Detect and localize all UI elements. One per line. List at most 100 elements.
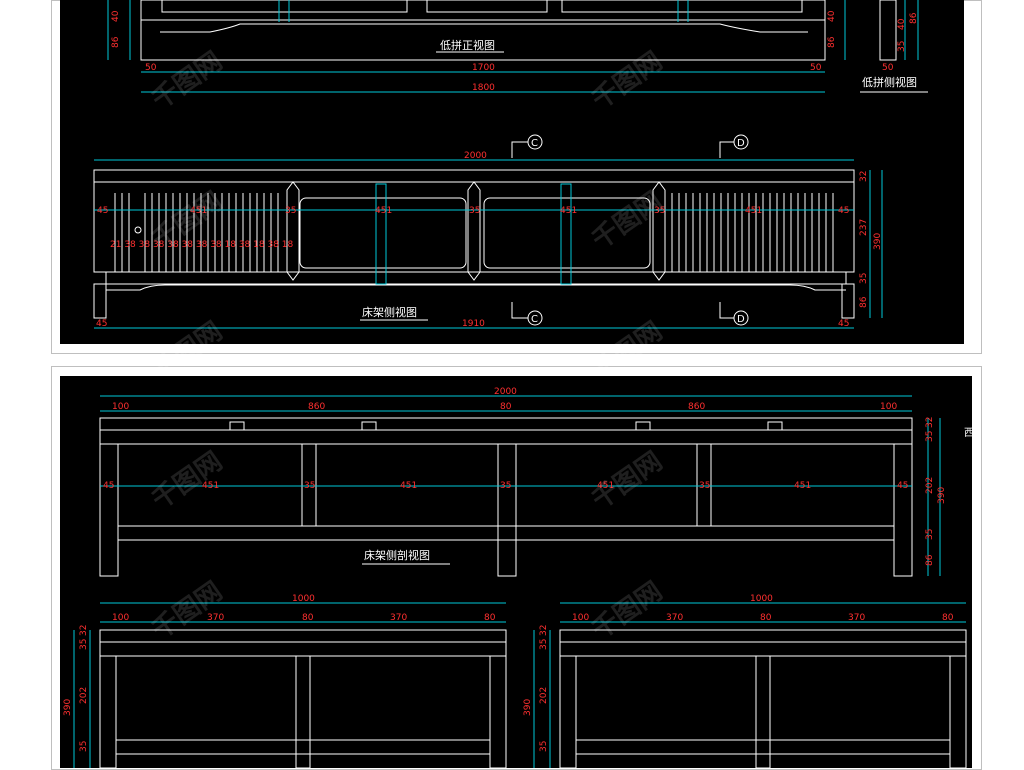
right-end-section: 1000 100 370 80 370 80 35 32 202 390 35 xyxy=(523,594,967,768)
section-right-0: 35 xyxy=(925,431,935,442)
section-right-1: 32 xyxy=(925,417,935,428)
svg-text:C: C xyxy=(531,314,538,325)
right-section-c: 80 xyxy=(760,613,772,623)
slat-spacing-label: 21 38 38 38 38 38 38 38 18 38 18 38 18 xyxy=(110,240,293,250)
dim-overall: 1800 xyxy=(472,83,495,93)
section-right-2: 202 xyxy=(925,477,935,494)
low-side-view: 40 35 86 50 低拼侧视图 xyxy=(860,0,928,93)
dim-bed-overall: 2000 xyxy=(464,151,487,161)
left-section-d: 370 xyxy=(390,613,407,623)
section-view-title: 床架侧剖视图 xyxy=(364,548,430,562)
left-section-b: 370 xyxy=(207,613,224,623)
dim-bed-bottom-left: 45 xyxy=(96,319,107,329)
dim-bed-panel-f: 35 xyxy=(654,206,665,216)
section-panel-0: 45 xyxy=(103,481,114,491)
right-slats xyxy=(671,193,834,272)
svg-text:C: C xyxy=(531,138,538,149)
dim-bed-r4: 35 xyxy=(859,273,869,284)
section-marker-c-top: C xyxy=(511,134,543,158)
left-section-side-1: 32 xyxy=(79,625,89,636)
watermark-5: 千图网 xyxy=(147,316,228,385)
svg-text:D: D xyxy=(737,314,745,325)
front-view-title: 低拼正视图 xyxy=(440,38,495,52)
right-section-side-3: 390 xyxy=(523,699,533,716)
section-marker-c-bottom: C xyxy=(511,302,543,326)
right-section-d: 370 xyxy=(848,613,865,623)
bed-side-view-title: 床架侧视图 xyxy=(362,305,417,319)
dim-side-c: 35 xyxy=(897,41,907,52)
dim-front-h1: 40 xyxy=(111,10,121,22)
left-section-side-3: 390 xyxy=(63,699,73,716)
dim-side-d: 86 xyxy=(909,12,919,24)
watermark-2: 千图网 xyxy=(587,46,668,115)
section-right-3: 390 xyxy=(937,487,947,504)
dim-left-margin: 50 xyxy=(145,63,157,73)
watermark-10: 千图网 xyxy=(587,576,668,645)
dim-bed-panel-a: 451 xyxy=(190,206,207,216)
right-section-side-2: 202 xyxy=(539,687,549,704)
section-panel-7: 451 xyxy=(794,481,811,491)
right-section-overall: 1000 xyxy=(750,594,773,604)
dim-bed-bottom: 1910 xyxy=(462,319,485,329)
dim-bed-panel-e: 451 xyxy=(560,206,577,216)
side-view-title: 低拼侧视图 xyxy=(862,75,917,89)
watermark-9: 千图网 xyxy=(147,576,228,645)
dim-section-a: 100 xyxy=(112,402,129,412)
left-end-section: 1000 100 370 80 370 80 35 32 202 390 35 xyxy=(63,594,507,768)
section-panel-5: 451 xyxy=(597,481,614,491)
watermark-1: 千图网 xyxy=(147,46,228,115)
dim-bed-panel-h: 45 xyxy=(838,206,849,216)
section-panel-4: 35 xyxy=(500,481,511,491)
watermark-6: 千图网 xyxy=(587,316,668,385)
right-section-side-4: 35 xyxy=(539,741,549,752)
dim-side-b: 40 xyxy=(897,18,907,30)
left-section-e: 80 xyxy=(484,613,496,623)
left-section-side-0: 35 xyxy=(79,639,89,650)
dim-bed-r1: 32 xyxy=(859,171,869,182)
dim-bed-r2: 237 xyxy=(859,219,869,236)
dim-right-margin: 50 xyxy=(810,63,822,73)
left-section-overall: 1000 xyxy=(292,594,315,604)
left-section-c: 80 xyxy=(302,613,314,623)
dim-section-c: 80 xyxy=(500,402,512,412)
section-panel-3: 451 xyxy=(400,481,417,491)
low-front-view: 40 86 40 86 低拼正视图 50 1700 50 1800 xyxy=(107,0,846,93)
dim-section-b: 860 xyxy=(308,402,325,412)
bed-side-view: 2000 xyxy=(93,134,883,329)
section-right-4: 35 xyxy=(925,529,935,540)
top-drawing-panel xyxy=(60,0,964,344)
right-section-a: 100 xyxy=(572,613,589,623)
watermark-4: 千图网 xyxy=(587,186,668,255)
right-section-e: 80 xyxy=(942,613,954,623)
dim-section-overall: 2000 xyxy=(494,387,517,397)
section-panel-6: 35 xyxy=(699,481,710,491)
dim-bed-panel-d: 35 xyxy=(469,206,480,216)
dim-bed-panel-g: 451 xyxy=(745,206,762,216)
svg-text:D: D xyxy=(737,138,745,149)
left-slats xyxy=(114,193,279,272)
dim-front-h1-right: 40 xyxy=(827,10,837,22)
dim-bed-panel-b: 35 xyxy=(285,206,296,216)
section-marker-d-bottom: D xyxy=(719,302,749,326)
dim-bed-left: 45 xyxy=(97,206,108,216)
dim-bed-panel-c: 451 xyxy=(375,206,392,216)
left-section-a: 100 xyxy=(112,613,129,623)
dim-section-d: 860 xyxy=(688,402,705,412)
section-marker-d-top: D xyxy=(719,134,749,158)
dim-inner: 1700 xyxy=(472,63,495,73)
left-section-side-2: 202 xyxy=(79,687,89,704)
right-section-side-0: 35 xyxy=(539,639,549,650)
dim-bed-r3: 390 xyxy=(873,233,883,250)
right-section-side-1: 32 xyxy=(539,625,549,636)
dim-section-e: 100 xyxy=(880,402,897,412)
left-section-side-4: 35 xyxy=(79,741,89,752)
dim-side-a: 50 xyxy=(882,63,894,73)
dim-bed-r5: 86 xyxy=(859,296,869,308)
section-panel-2: 35 xyxy=(304,481,315,491)
section-panel-8: 45 xyxy=(897,481,908,491)
dim-front-h2: 86 xyxy=(111,36,121,48)
edge-char: 西 xyxy=(964,428,974,439)
section-right-5: 86 xyxy=(925,554,935,566)
dim-front-h2-right: 86 xyxy=(827,36,837,48)
